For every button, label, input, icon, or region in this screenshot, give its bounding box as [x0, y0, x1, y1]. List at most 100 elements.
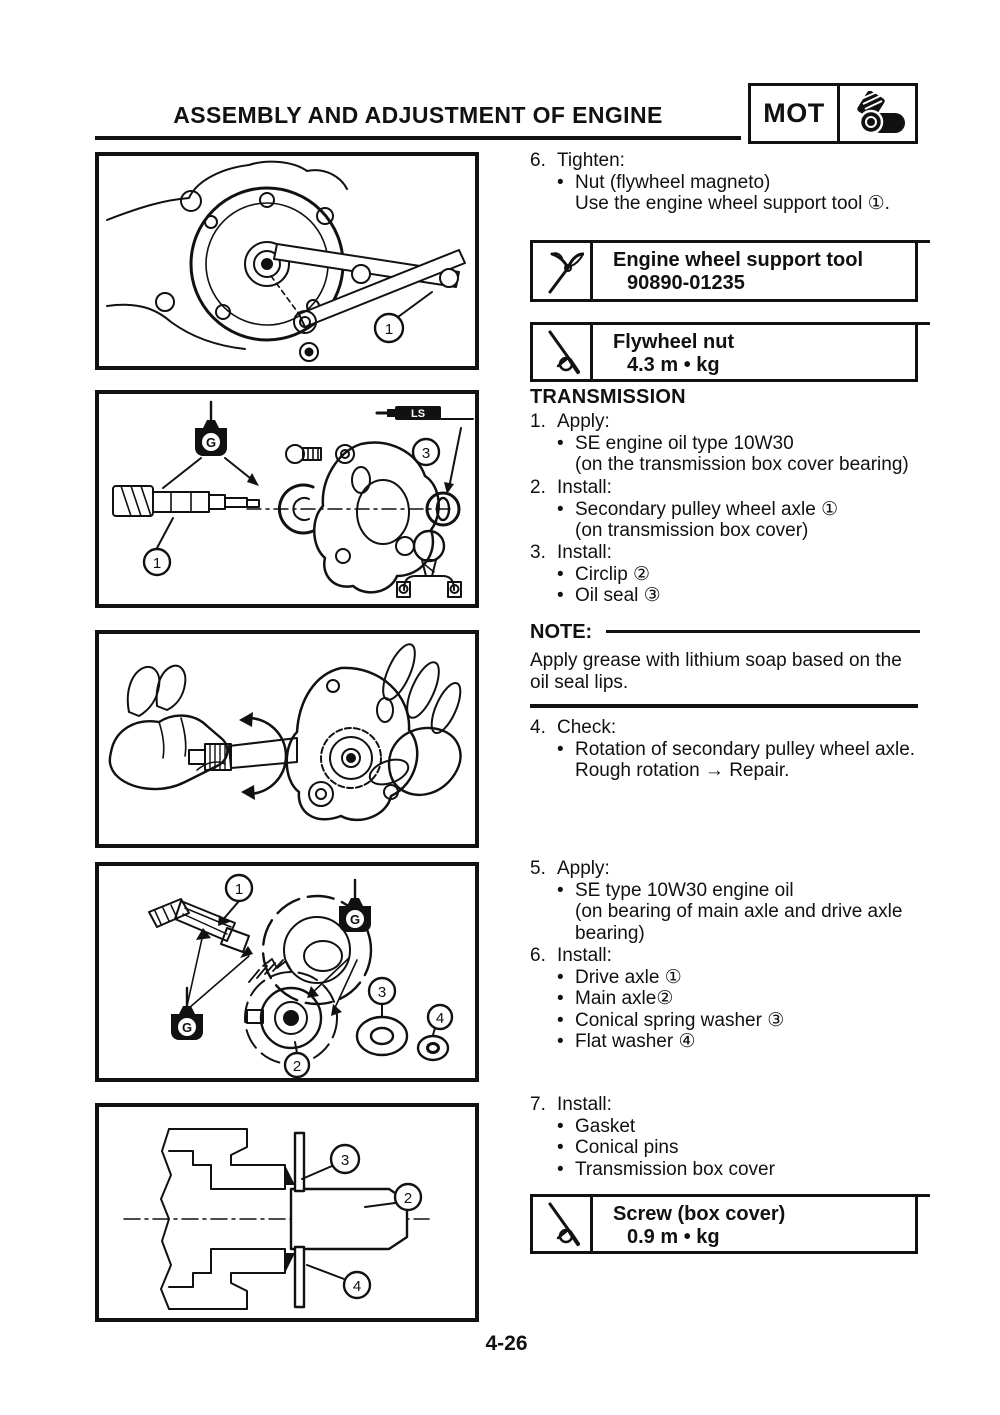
svg-text:1: 1	[153, 555, 161, 572]
svg-text:1: 1	[385, 321, 393, 338]
svg-text:3: 3	[378, 984, 386, 1001]
spec-title: Screw (box cover)	[613, 1203, 786, 1225]
step-install-cover: 7. Install: • Gasket • Conical pins • Tr…	[530, 1094, 930, 1180]
bullet-text: Secondary pulley wheel axle ①	[575, 498, 839, 520]
bullet: •	[557, 1031, 564, 1052]
figure-axles-exploded: 1 G G	[95, 862, 479, 1082]
axle-leader-line	[162, 457, 202, 489]
svg-text:3: 3	[341, 1152, 349, 1169]
scan-artifact-line	[915, 240, 930, 243]
figure-rotation-check-illustration	[108, 643, 462, 822]
step-tighten-flywheel-nut: 6. Tighten: • Nut (flywheel magneto) Use…	[530, 150, 930, 215]
drive-axle	[148, 898, 250, 953]
step-action: Tighten:	[557, 150, 625, 171]
spec-value: 4.3 m • kg	[627, 354, 720, 376]
main-axle-section	[289, 1187, 409, 1251]
svg-text:LS: LS	[411, 408, 425, 420]
spec-box-flywheel-nut-torque: Flywheel nut 4.3 m • kg	[530, 322, 930, 382]
spec-value: 0.9 m • kg	[627, 1226, 720, 1248]
step-action: Install:	[557, 945, 612, 966]
conical-washer-section-bottom	[285, 1253, 295, 1273]
spec-text: Engine wheel support tool 90890-01235	[593, 243, 863, 299]
step-action: Check:	[557, 717, 617, 738]
step-install-circlip-seal: 3. Install: • Circlip ② • Oil seal ③	[530, 542, 930, 607]
step-number: 1.	[530, 411, 546, 432]
support-tool-icon	[533, 243, 593, 299]
step-apply-oil: 1. Apply: • SE engine oil type 10W30 (on…	[530, 411, 930, 476]
svg-text:G: G	[206, 435, 216, 450]
bullet-text: Oil seal ③	[575, 585, 661, 606]
spec-box-support-tool: Engine wheel support tool 90890-01235	[530, 240, 930, 302]
secondary-pulley-axle	[112, 485, 260, 517]
bullet: •	[557, 171, 564, 193]
step-detail: (on the transmission box cover bearing)	[575, 454, 909, 475]
main-axle-gear	[244, 959, 338, 1065]
bullet-text: Conical pins	[575, 1137, 679, 1158]
page-number: 4-26	[485, 1332, 528, 1355]
bullet-text: Gasket	[575, 1115, 636, 1137]
callout-2: 2	[283, 1041, 311, 1078]
figure-flywheel-magneto: 1	[95, 152, 479, 370]
svg-text:4: 4	[436, 1010, 444, 1027]
note-block: NOTE: Apply grease with lithium soap bas…	[530, 621, 920, 693]
bullet: •	[557, 879, 564, 901]
step-action: Install:	[557, 1094, 612, 1115]
svg-text:4: 4	[353, 1278, 361, 1295]
svg-text:2: 2	[293, 1058, 301, 1075]
spec-text: Screw (box cover) 0.9 m • kg	[593, 1197, 785, 1251]
title-underline	[95, 136, 741, 140]
callout-3: 3	[411, 427, 462, 494]
rotation-arrow	[239, 712, 288, 800]
bullet-text: Flat washer ④	[575, 1031, 696, 1052]
figure-axle-cross-section: 3 2 4	[95, 1103, 479, 1322]
bullet: •	[557, 1009, 564, 1031]
flywheel-nut	[270, 275, 319, 362]
step-detail: Rough rotation → Repair.	[575, 760, 790, 781]
transmission-box-cover	[313, 441, 440, 594]
section-tag-label: MOT	[763, 98, 825, 128]
bullet: •	[557, 563, 564, 585]
step-action: Apply:	[557, 411, 610, 432]
bullet: •	[557, 432, 564, 454]
flat-washer-plate-top	[293, 1131, 306, 1193]
callout-3: 3	[301, 1143, 361, 1180]
note-rule	[606, 630, 920, 633]
conical-washer-section-top	[285, 1165, 295, 1185]
grease-can-icon: G	[195, 400, 227, 456]
page-title: ASSEMBLY AND ADJUSTMENT OF ENGINE	[173, 102, 663, 128]
right-hand	[368, 643, 462, 797]
scan-artifact-line	[915, 1194, 930, 1197]
bullet-text: Transmission box cover	[575, 1158, 775, 1180]
bullet-text: Nut (flywheel magneto)	[575, 171, 771, 193]
figure-box-cover-exploded: G 1	[95, 390, 479, 608]
svg-text:G: G	[182, 1020, 192, 1035]
bullet-text: Rotation of secondary pulley wheel axle.	[575, 738, 916, 760]
oil-seal	[425, 491, 461, 527]
bullet-text: Conical spring washer ③	[575, 1009, 785, 1031]
callout-4: 4	[306, 1264, 372, 1300]
bullet: •	[557, 988, 564, 1009]
callout-4: 4	[426, 1003, 454, 1036]
flat-washer-plate-bottom	[293, 1245, 306, 1309]
step-check-rotation: 4. Check: • Rotation of secondary pulley…	[530, 717, 930, 782]
bullet: •	[557, 1158, 564, 1180]
support-tool-arms	[273, 243, 466, 328]
step-number: 3.	[530, 542, 546, 563]
svg-text:2: 2	[404, 1190, 412, 1207]
conical-spring-washer	[355, 1015, 409, 1057]
spec-box-cover-screw-torque: Screw (box cover) 0.9 m • kg	[530, 1194, 930, 1254]
step-number: 2.	[530, 477, 546, 498]
note-closing-rule	[530, 704, 918, 708]
bullet: •	[557, 585, 564, 606]
torque-wrench-icon	[533, 1197, 593, 1251]
spec-value: 90890-01235	[627, 272, 745, 294]
step-install-axles: 6. Install: • Drive axle ① • Main axle② …	[530, 945, 930, 1053]
flat-washer	[416, 1034, 450, 1062]
figure-box-cover-exploded-illustration: G 1	[112, 400, 474, 598]
bullet: •	[557, 498, 564, 520]
bullet-text: Drive axle ①	[575, 966, 682, 988]
torque-wrench-icon	[533, 325, 593, 379]
break-line	[160, 1128, 172, 1310]
section-tag-box: MOT	[748, 83, 918, 144]
